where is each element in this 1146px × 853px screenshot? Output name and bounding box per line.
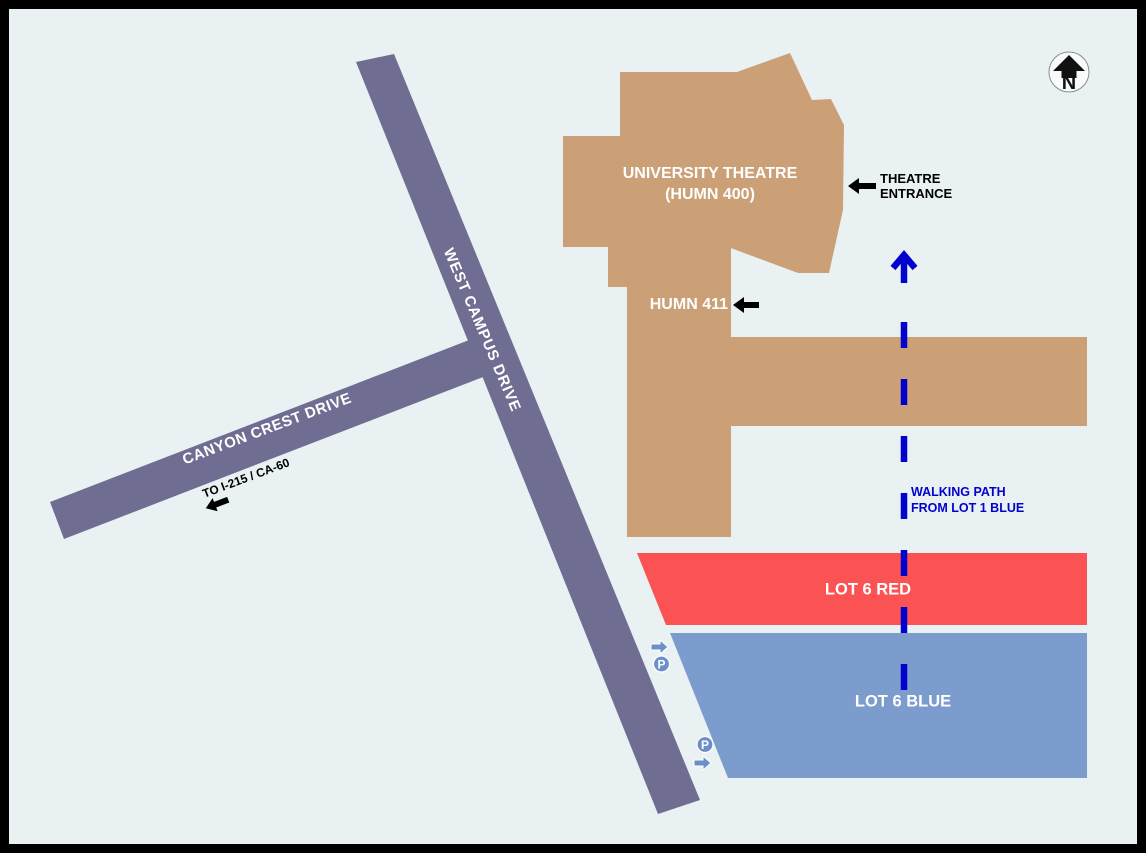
university-theatre-label-line2: (HUMN 400) — [665, 186, 755, 203]
parking-entrance-icon-south: P — [693, 735, 714, 772]
university-theatre-label-line1: UNIVERSITY THEATRE — [622, 165, 798, 182]
theatre-entrance-label-line2: ENTRANCE — [880, 186, 953, 201]
compass: N — [1048, 51, 1090, 94]
theatre-building-east-bar — [731, 337, 1087, 426]
walking-path-arrow-icon — [890, 249, 918, 271]
university-theatre-label: UNIVERSITY THEATRE (HUMN 400) — [623, 163, 798, 205]
parking-p-icon — [652, 655, 671, 673]
west-campus-road — [356, 54, 700, 814]
parking-entrance-icon-north: P — [650, 638, 671, 673]
compass-north-label: N — [1062, 72, 1076, 94]
entrance-arrow-icon — [693, 754, 712, 772]
north-arrow-shaft — [1061, 70, 1077, 78]
theatre-entrance-arrow-icon — [848, 178, 876, 194]
lot-6-blue-area — [670, 633, 1087, 778]
theatre-entrance-label: THEATRE ENTRANCE — [880, 171, 952, 201]
north-arrow-icon — [1053, 55, 1085, 71]
humn-411-label: HUMN 411 — [649, 296, 728, 313]
lot-6-red-label: LOT 6 RED — [824, 580, 912, 599]
parking-p-icon — [696, 735, 714, 754]
left-arrow-icon — [205, 496, 230, 512]
freeway-direction-arrow-icon — [205, 496, 230, 512]
lot-6-blue-label: LOT 6 BLUE — [854, 692, 952, 711]
walking-path-label-line2: FROM LOT 1 BLUE — [911, 501, 1025, 515]
lot-6-red-area — [637, 553, 1087, 625]
walking-path-label-line1: WALKING PATH — [911, 485, 1006, 499]
parking-p-label: P — [657, 658, 665, 672]
walking-path-label: WALKING PATH FROM LOT 1 BLUE — [911, 484, 1024, 516]
parking-p-label: P — [701, 738, 709, 752]
entrance-arrow-icon — [650, 638, 669, 656]
humn-411-arrow-icon — [733, 297, 759, 313]
theatre-building-wing — [608, 246, 731, 537]
theatre-building-main — [563, 53, 844, 273]
theatre-entrance-label-line1: THEATRE — [880, 171, 941, 186]
canyon-crest-road — [50, 330, 509, 539]
